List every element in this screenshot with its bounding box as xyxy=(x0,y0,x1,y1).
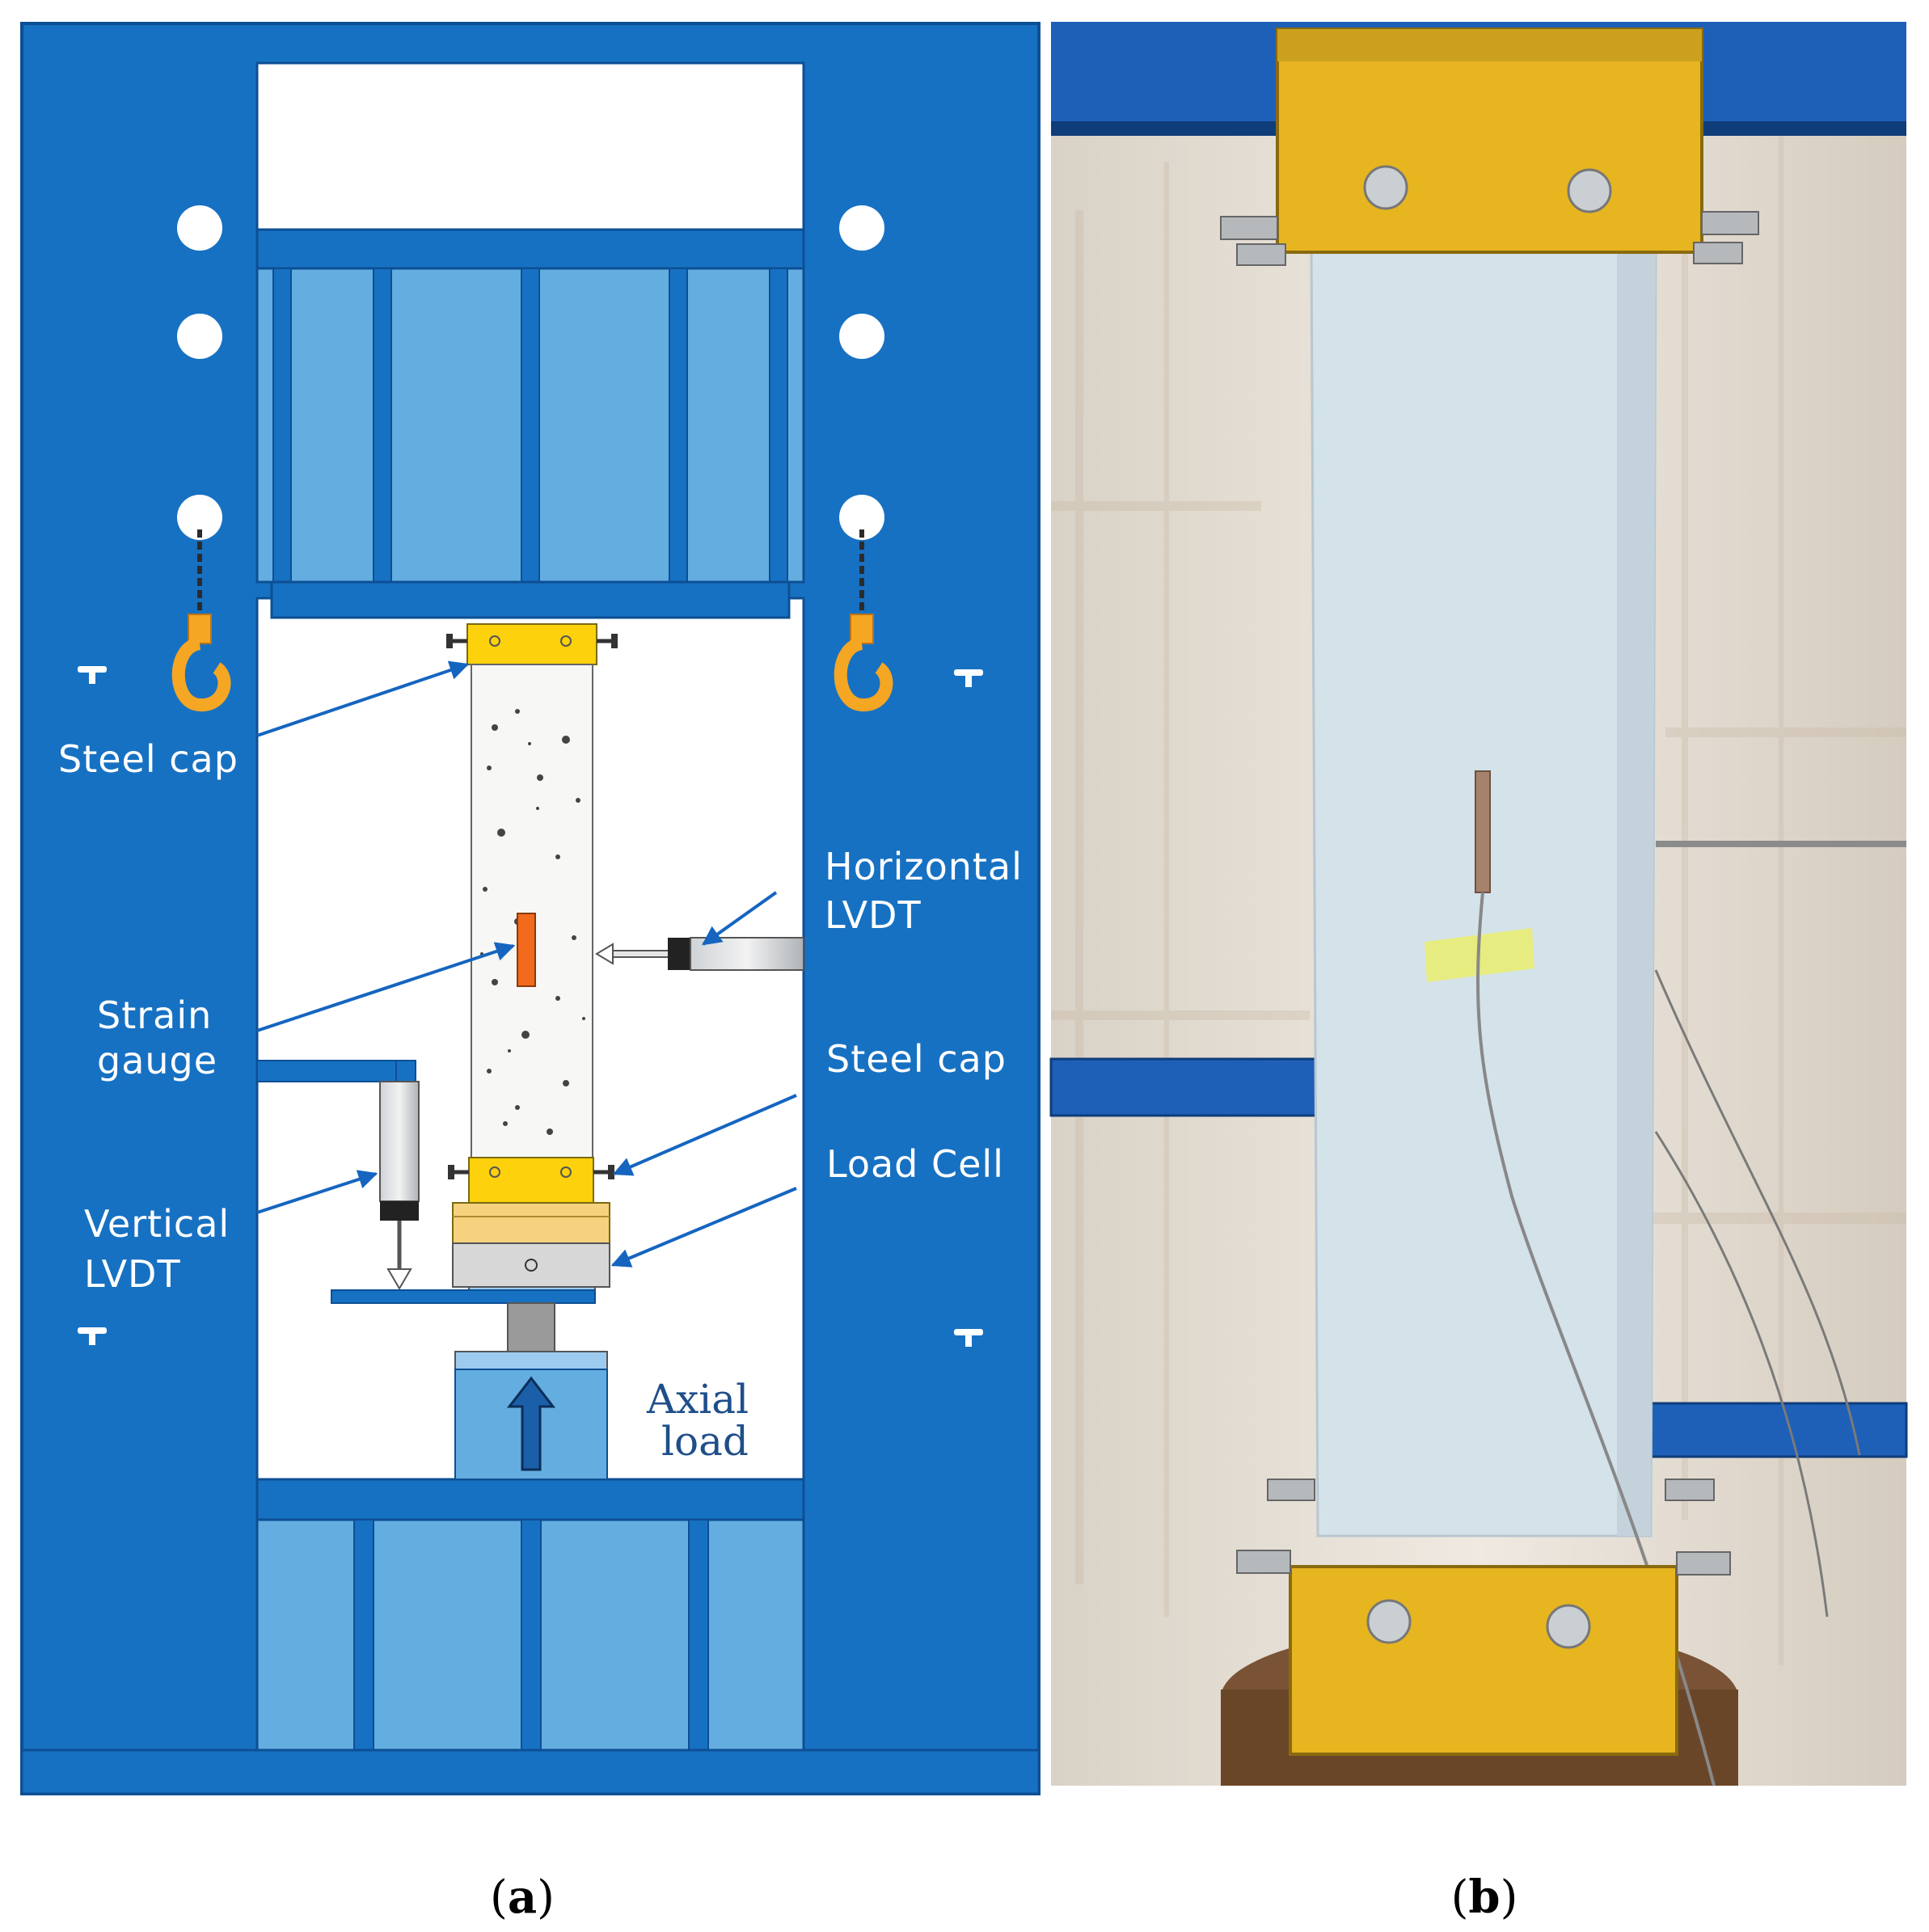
photo-left-beam xyxy=(1049,1057,1319,1117)
photo-strain-gauge xyxy=(1475,770,1491,893)
panel-a-schematic: Steel cap Horizontal LVDT Strain gauge S… xyxy=(20,22,1040,1795)
photo-lvdt-rod xyxy=(1656,841,1906,847)
upper-rib-3 xyxy=(521,268,540,583)
column-hole xyxy=(839,205,884,251)
label-pointers xyxy=(256,660,797,1268)
frame-base xyxy=(20,1749,1040,1795)
load-cell xyxy=(452,1202,610,1302)
label-steel-cap-bottom: Steel cap xyxy=(826,1037,1007,1081)
aggregate-texture xyxy=(480,709,585,1135)
label-strain-gauge-2: gauge xyxy=(97,1039,217,1082)
label-horizontal-lvdt-2: LVDT xyxy=(825,893,922,937)
photo-top-cap xyxy=(1220,27,1759,266)
label-vertical-lvdt-1: Vertical xyxy=(84,1202,230,1246)
photo-right-beam xyxy=(1640,1402,1908,1458)
upper-rib-5 xyxy=(769,268,788,583)
panel-b-photo xyxy=(1049,22,1908,1786)
lower-rib-1 xyxy=(353,1519,374,1751)
upper-crosshead-base xyxy=(270,580,791,619)
hook-right-icon xyxy=(834,529,893,711)
caption-a: (a) xyxy=(490,1871,555,1924)
photo-wire-2 xyxy=(1654,969,1861,1456)
steel-cap-bottom xyxy=(448,1157,614,1204)
upper-crosshead xyxy=(255,228,805,270)
lower-crosshead xyxy=(255,1478,805,1521)
wall-texture xyxy=(1051,129,1906,1665)
label-horizontal-lvdt-1: Horizontal xyxy=(825,845,1023,888)
label-axial-load-2: load xyxy=(661,1418,749,1465)
photo-bottom-cap xyxy=(1236,1479,1731,1756)
upper-rib-2 xyxy=(373,268,392,583)
column-hole xyxy=(177,314,222,359)
label-strain-gauge-1: Strain xyxy=(97,993,212,1037)
vertical-lvdt xyxy=(256,1060,596,1304)
steel-cap-top xyxy=(446,623,618,665)
pin-icon xyxy=(78,666,983,1347)
label-steel-cap-top: Steel cap xyxy=(58,737,238,781)
upper-rib-1 xyxy=(272,268,292,583)
axial-load-arrow-icon xyxy=(506,1376,556,1471)
label-axial-load-1: Axial xyxy=(646,1376,749,1423)
strain-gauge xyxy=(517,913,536,987)
lower-rib-3 xyxy=(688,1519,709,1751)
photo-specimen-shade xyxy=(1617,243,1656,1536)
label-load-cell: Load Cell xyxy=(826,1142,1004,1186)
column-hole xyxy=(839,314,884,359)
label-vertical-lvdt-2: LVDT xyxy=(84,1252,181,1296)
column-hole xyxy=(177,495,222,540)
caption-b: (b) xyxy=(1451,1871,1518,1924)
frame-opening-top xyxy=(255,61,805,231)
upper-rib-4 xyxy=(669,268,688,583)
lower-rib-2 xyxy=(521,1519,542,1751)
column-hole xyxy=(839,495,884,540)
photo-wire-3 xyxy=(1654,1131,1829,1618)
column-hole xyxy=(177,205,222,251)
hook-left-icon xyxy=(171,529,231,711)
concrete-specimen xyxy=(471,664,593,1158)
